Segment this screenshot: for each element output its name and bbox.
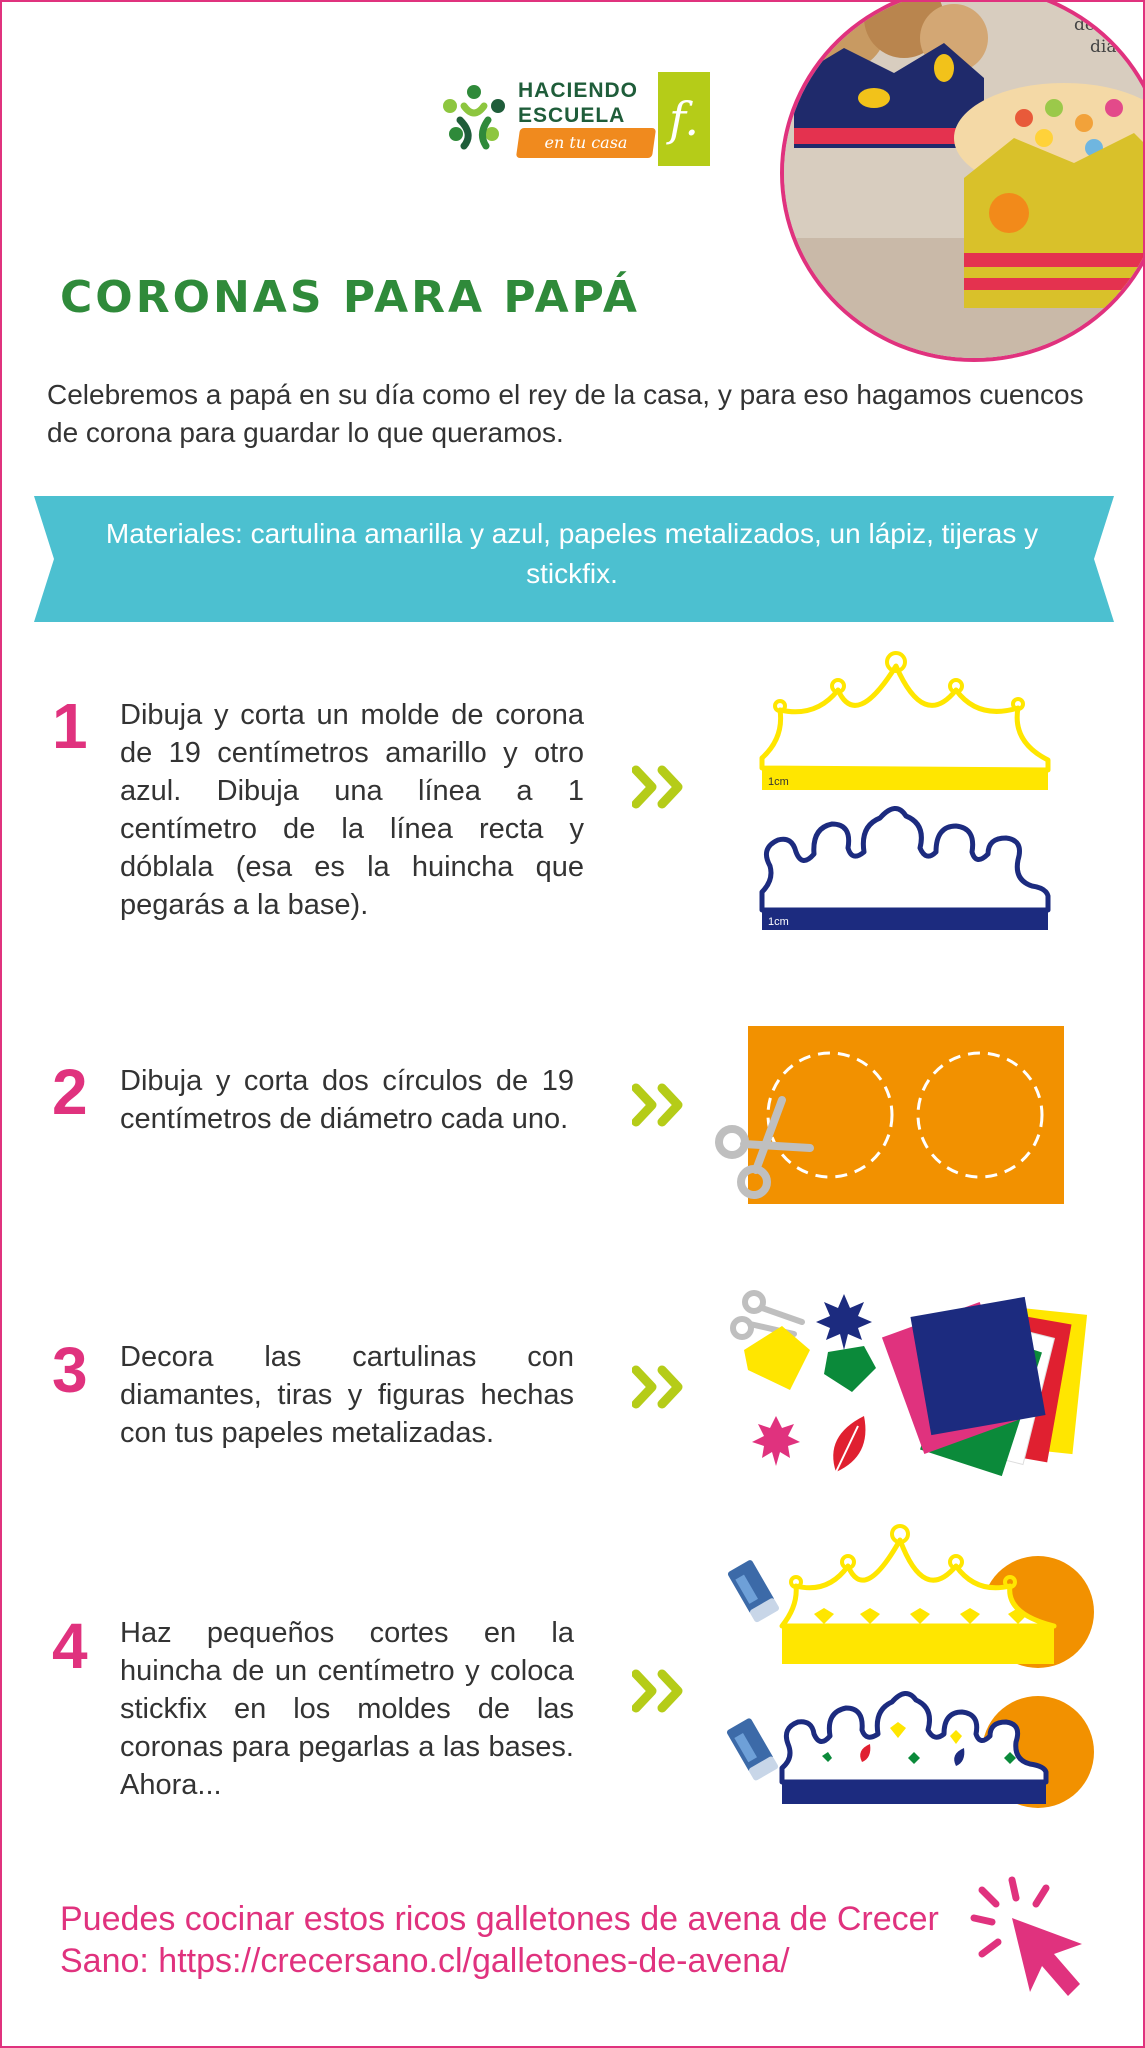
step-3-number: 3 <box>52 1334 88 1406</box>
maple-leaf-icon <box>816 1294 872 1350</box>
page-title: CORONAS PARA PAPÁ <box>60 272 640 323</box>
cursor-click-icon <box>970 1876 1082 1996</box>
double-chevron-icon <box>632 1669 683 1713</box>
photo-handwriting-line2: diá <box>1090 37 1117 57</box>
crown-templates-illustration: 1cm 1cm <box>759 651 1051 930</box>
materials-text: Materiales: cartulina amarilla y azul, p… <box>105 518 1039 589</box>
blue-crown-template: 1cm <box>759 806 1051 930</box>
haciendo-escuela-logo: HACIENDO ESCUELA en tu casa f. <box>434 70 714 170</box>
circles-template-illustration <box>715 1026 1064 1204</box>
photo-illustration <box>784 2 1143 358</box>
step-4-number: 4 <box>52 1610 88 1682</box>
logo-text: HACIENDO ESCUELA <box>518 78 638 128</box>
step-2-text: Dibuja y corta dos círculos de 19 centím… <box>120 1065 574 1135</box>
people-logo-icon <box>443 85 505 150</box>
step-4-text: Haz pequeños cortes en la huincha de un … <box>120 1617 574 1801</box>
logo-tagline: en tu casa <box>544 133 628 152</box>
glue-stick-icon <box>727 1560 780 1623</box>
double-chevron-icon <box>632 1083 683 1127</box>
green-gem-shape <box>824 1346 876 1392</box>
yellow-crown-template: 1cm <box>759 651 1051 790</box>
glue-stick-icon <box>726 1718 779 1781</box>
logo-line1: HACIENDO <box>518 79 639 102</box>
recipe-link[interactable]: Puedes cocinar estos ricos galletones de… <box>60 1900 939 1980</box>
yellow-crown-assembled <box>779 1524 1094 1668</box>
photo-handwriting: de 19 diá <box>1074 14 1122 58</box>
yellow-diamond-shape <box>744 1326 810 1390</box>
double-chevron-icon <box>632 765 683 809</box>
photo-handwriting-line1: de 19 <box>1074 15 1122 35</box>
step-1-number: 1 <box>52 690 88 762</box>
scissors-icon <box>730 1290 805 1340</box>
blue-band-label: 1cm <box>768 916 789 928</box>
crown-bowls-photo: de 19 diá <box>780 2 1143 362</box>
yellow-band-label: 1cm <box>768 776 789 788</box>
scissors-icon <box>715 1096 814 1199</box>
falabella-logo: f. <box>658 72 710 166</box>
logo-tagline-badge: en tu casa <box>515 128 657 158</box>
assembled-crowns-illustration <box>726 1524 1094 1808</box>
intro-paragraph: Celebremos a papá en su día como el rey … <box>47 379 1084 448</box>
maple-leaf-icon <box>752 1416 800 1466</box>
materials-banner <box>34 496 1114 622</box>
step-1-text: Dibuja y corta un molde de corona de 19 … <box>120 699 584 921</box>
blue-crown-assembled <box>779 1691 1094 1808</box>
step-2-number: 2 <box>52 1056 88 1128</box>
logo-line2: ESCUELA <box>518 104 626 127</box>
step-3-text: Decora las cartulinas con diamantes, tir… <box>120 1341 574 1449</box>
double-chevron-icon <box>632 1365 683 1409</box>
decorations-illustration <box>730 1290 1088 1477</box>
